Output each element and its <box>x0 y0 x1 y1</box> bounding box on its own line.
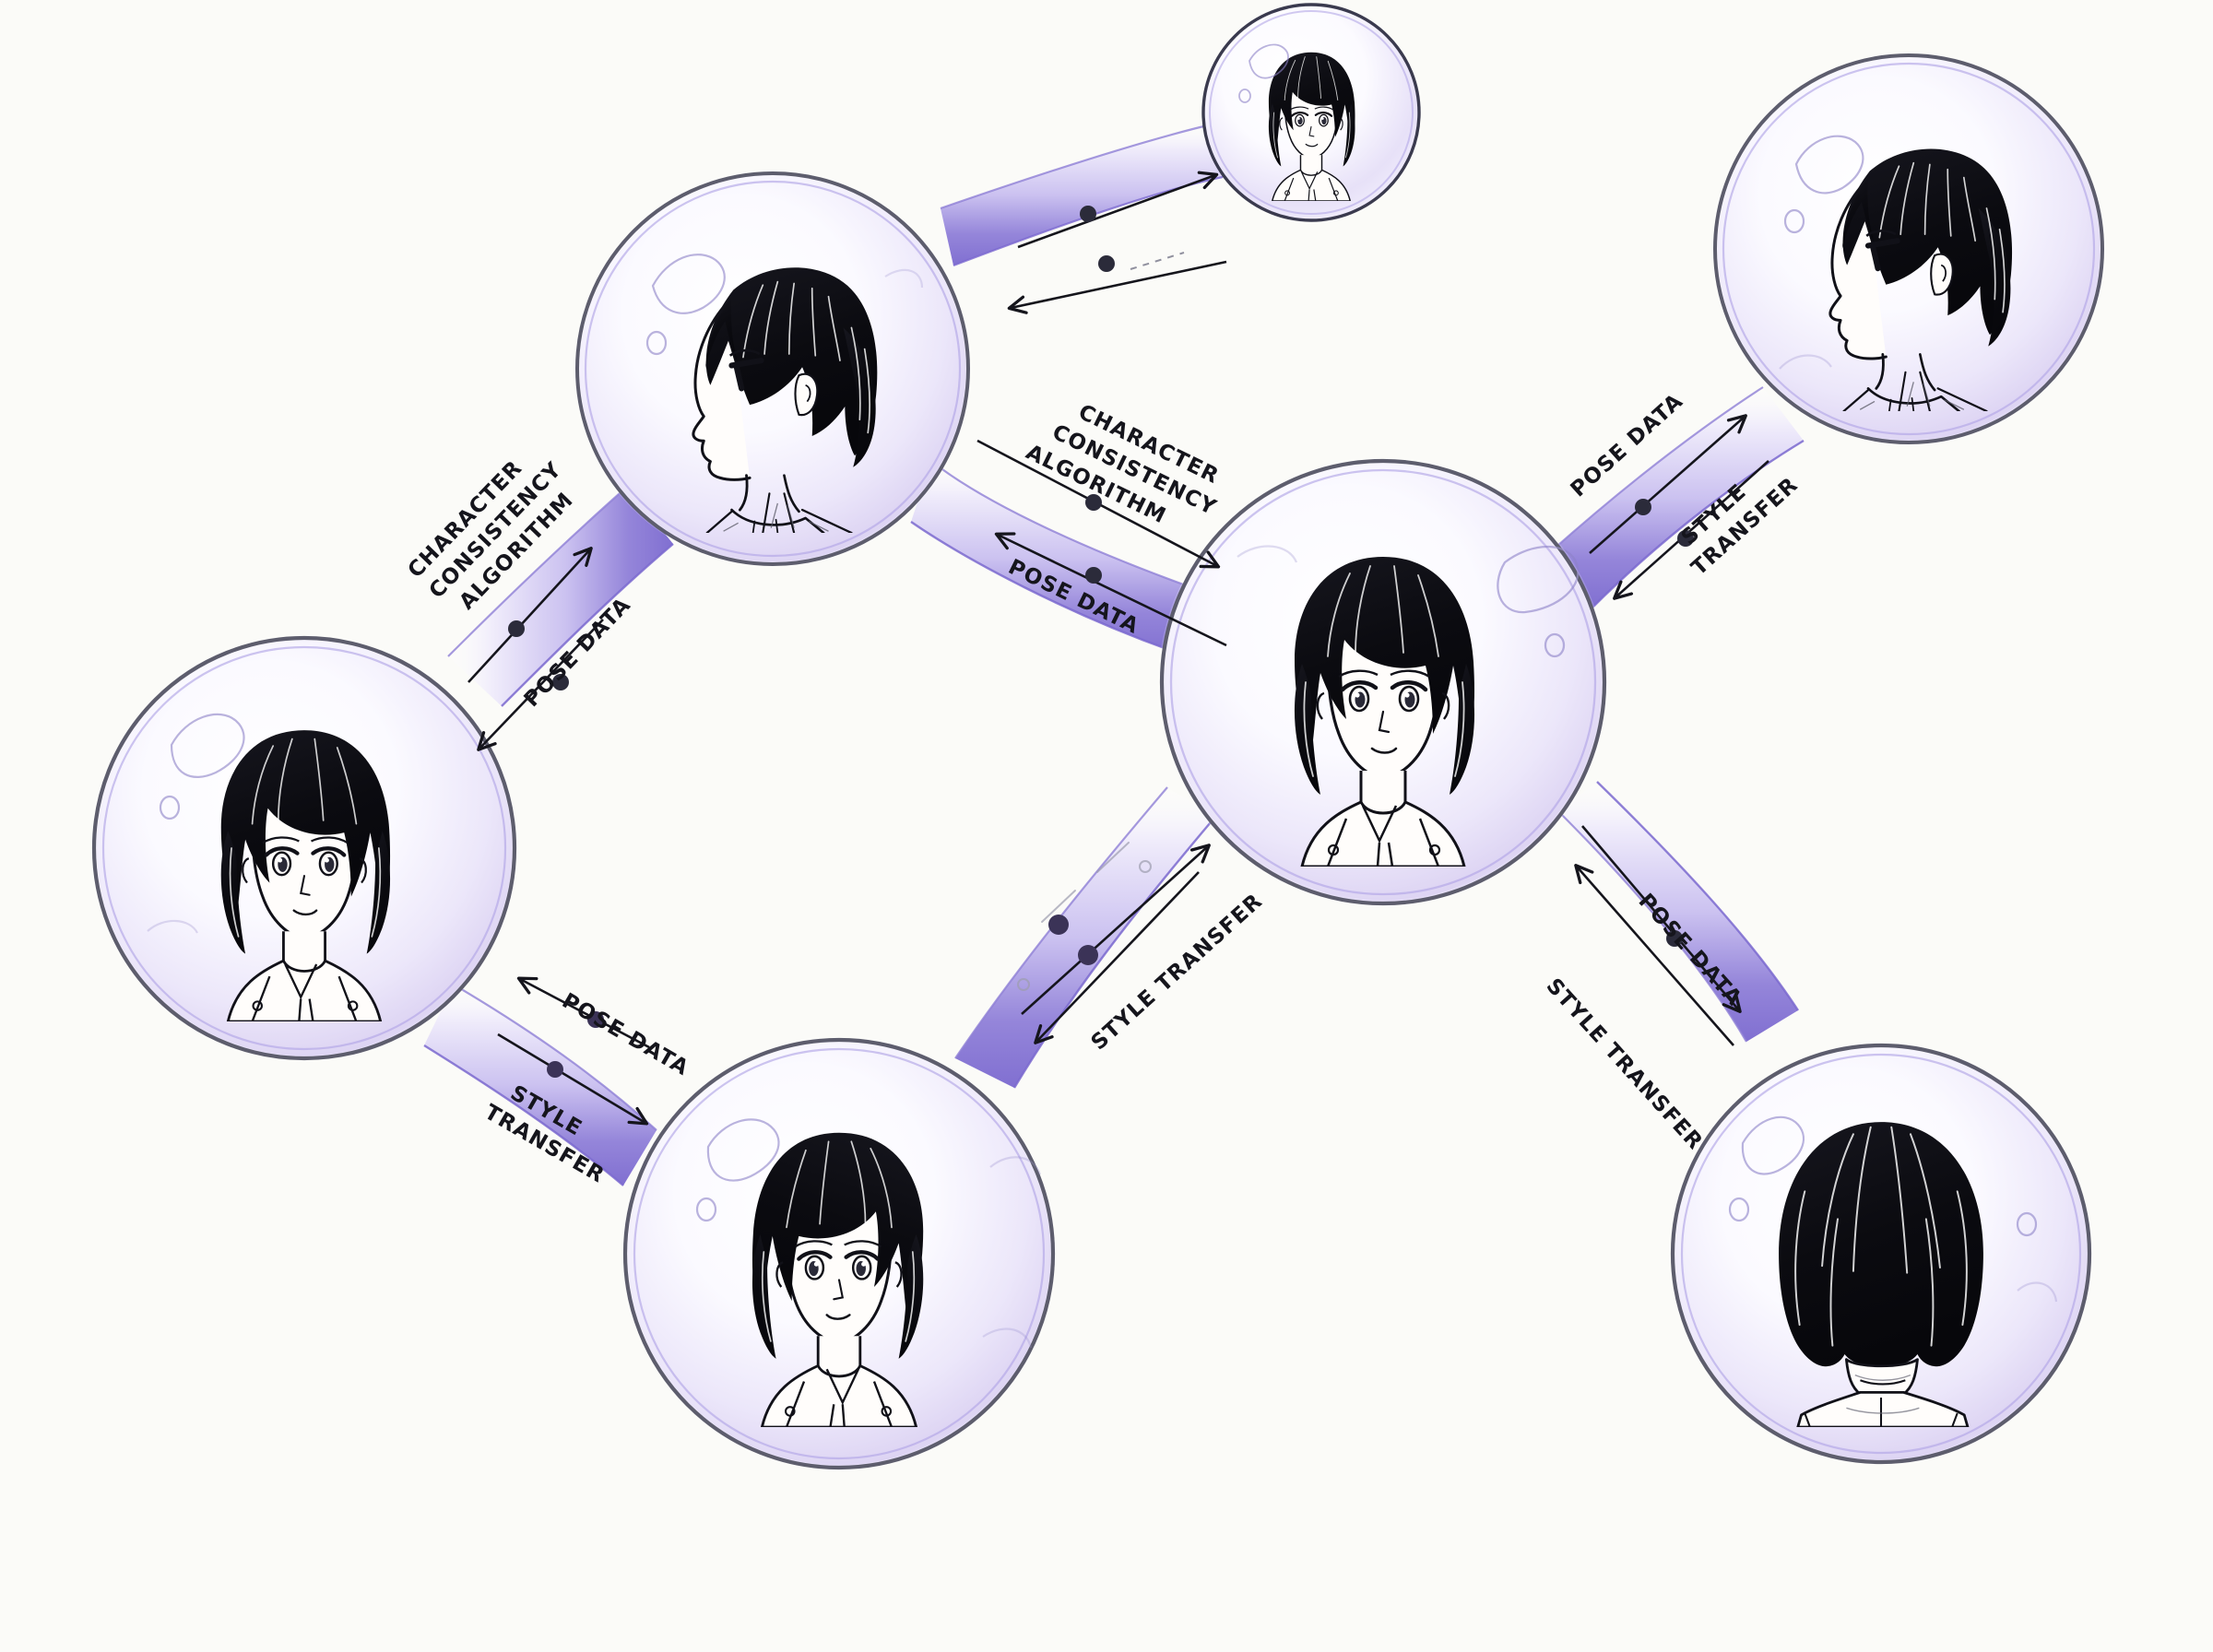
edge-annot-topleft-topsmall <box>1007 171 1227 314</box>
tube-topleft-left <box>447 486 674 707</box>
bubble-node-back-of-head[interactable] <box>1670 1043 2092 1465</box>
bubble-highlights <box>1237 545 1580 658</box>
bubble-node-three-quarter-bottom[interactable] <box>622 1037 1056 1470</box>
bubble-highlights <box>1728 1115 2058 1303</box>
bubble-node-three-quarter-left-large[interactable] <box>91 635 517 1061</box>
tube-topleft-topsmall <box>940 122 1224 267</box>
bubble-highlights <box>695 1118 1042 1349</box>
bubble-highlights <box>147 713 245 934</box>
svg-text:CHARACTER CONSISTENCY: CHARACTER CONSISTENCY ALGORITHM <box>1023 387 1241 550</box>
tube-center-bottomright <box>1557 781 1800 1043</box>
bubble-highlights <box>645 254 924 356</box>
tube-center-bottomcenter <box>954 786 1216 1089</box>
connector-tubes <box>423 122 1805 1186</box>
bubble-node-side-profile-left-large[interactable] <box>574 171 971 567</box>
bubble-node-three-quarter-small[interactable] <box>1201 3 1421 222</box>
edge-label-style-transfer-d: STYLE TRANSFER <box>1542 974 1708 1155</box>
bubble-node-side-profile-right-large[interactable] <box>1712 53 2105 445</box>
bubble-node-front-portrait-center[interactable] <box>1158 457 1608 907</box>
tube-center-topleft <box>910 460 1200 658</box>
bubble-highlights <box>1779 135 1864 370</box>
bubble-highlights <box>1238 43 1289 103</box>
